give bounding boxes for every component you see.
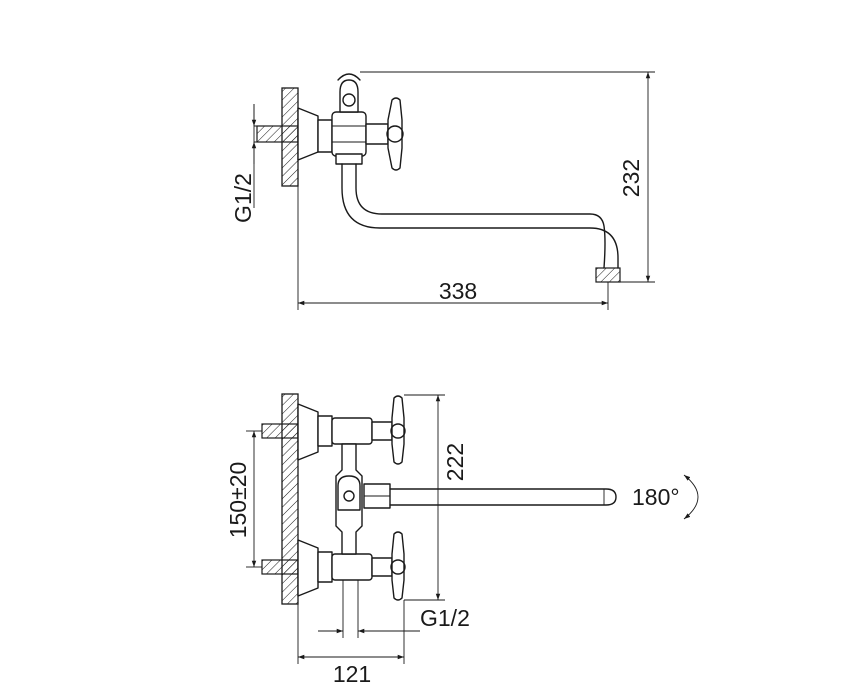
front-wall [281, 393, 299, 605]
top-escutcheon [297, 107, 319, 161]
rotation-arrow [683, 474, 699, 520]
front-inlet-upper [261, 423, 299, 439]
top-width-label: 338 [439, 278, 477, 304]
front-width-label: 121 [333, 661, 371, 687]
front-handle-lower [391, 531, 405, 601]
front-handle-upper [391, 395, 405, 465]
front-view: 150±20 222 180° G1/2 121 [225, 393, 699, 687]
front-escutcheon-lower [297, 539, 319, 597]
top-handle-stem [365, 123, 389, 145]
top-view: G1/2 232 338 [230, 71, 655, 310]
top-thread-label: G1/2 [230, 173, 256, 223]
front-shower-holder [337, 475, 361, 511]
rotation-label: 180° [632, 484, 680, 510]
top-aerator [595, 267, 621, 283]
front-valve-upper [331, 417, 373, 445]
front-height-label: 222 [442, 443, 468, 481]
top-connector [317, 119, 333, 153]
front-escutcheon-upper [297, 403, 319, 461]
top-valve-body [331, 111, 367, 157]
front-spacing-label: 150±20 [225, 462, 251, 539]
top-inlet-pipe [256, 125, 299, 143]
top-shower-holder [339, 79, 359, 113]
front-inlet-lower [261, 559, 299, 575]
top-cross-handle [387, 97, 403, 171]
top-spout [341, 163, 619, 269]
front-thread-label: G1/2 [420, 605, 470, 631]
front-spout [389, 488, 617, 506]
top-height-label: 232 [618, 159, 644, 197]
front-valve-lower [331, 553, 373, 581]
top-valve-nut [335, 153, 363, 165]
